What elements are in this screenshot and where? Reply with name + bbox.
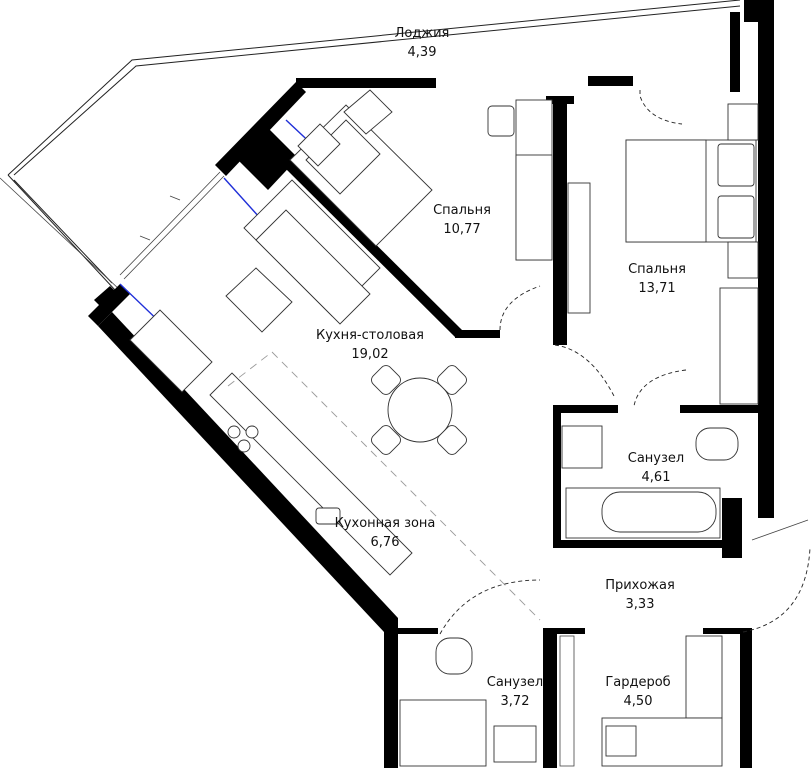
room-wardrobe: Гардероб 4,50 bbox=[605, 675, 670, 709]
svg-text:Санузел: Санузел bbox=[628, 451, 684, 466]
svg-text:19,02: 19,02 bbox=[351, 347, 388, 362]
bedroom1-desk-chair bbox=[487, 105, 515, 137]
room-bathroom-2: Санузел 3,72 bbox=[487, 675, 543, 709]
room-bedroom-1: Спальня 10,77 bbox=[433, 203, 491, 237]
fridge bbox=[129, 309, 213, 393]
svg-text:Лоджия: Лоджия bbox=[395, 26, 450, 41]
wardrobe-fixtures bbox=[559, 635, 723, 767]
svg-text:4,50: 4,50 bbox=[624, 694, 653, 709]
svg-text:4,39: 4,39 bbox=[408, 45, 437, 60]
svg-text:Кухонная зона: Кухонная зона bbox=[335, 516, 436, 531]
svg-text:3,72: 3,72 bbox=[501, 694, 530, 709]
sliding-door bbox=[119, 171, 225, 280]
room-bathroom-1: Санузел 4,61 bbox=[628, 451, 684, 485]
kitchen-sink bbox=[315, 507, 341, 525]
svg-text:Санузел: Санузел bbox=[487, 675, 543, 690]
bath1-fixtures bbox=[561, 425, 739, 539]
svg-text:3,33: 3,33 bbox=[626, 597, 655, 612]
svg-text:13,71: 13,71 bbox=[638, 281, 675, 296]
svg-text:Спальня: Спальня bbox=[433, 203, 491, 218]
bedroom2-bed bbox=[625, 139, 757, 243]
room-kitchen-dining: Кухня-столовая 19,02 bbox=[316, 328, 424, 362]
walls bbox=[88, 0, 774, 768]
bath2-fixtures bbox=[399, 637, 537, 767]
dining-table bbox=[371, 365, 467, 455]
stove bbox=[227, 425, 259, 453]
svg-text:10,77: 10,77 bbox=[443, 222, 480, 237]
room-hallway: Прихожая 3,33 bbox=[605, 578, 675, 612]
svg-text:Прихожая: Прихожая bbox=[605, 578, 675, 593]
bedroom1-wardrobe bbox=[515, 99, 553, 261]
room-bedroom-2: Спальня 13,71 bbox=[628, 262, 686, 296]
svg-text:6,76: 6,76 bbox=[371, 535, 400, 550]
svg-text:Гардероб: Гардероб bbox=[605, 675, 670, 690]
svg-text:Кухня-столовая: Кухня-столовая bbox=[316, 328, 424, 343]
radiator bbox=[567, 182, 591, 314]
sofa bbox=[243, 179, 381, 325]
svg-text:4,61: 4,61 bbox=[642, 470, 671, 485]
doors bbox=[439, 90, 811, 635]
loggia-outline bbox=[0, 0, 741, 291]
room-loggia: Лоджия 4,39 bbox=[395, 26, 450, 60]
bedroom1-bed bbox=[289, 89, 433, 247]
bedroom2-side bbox=[719, 103, 759, 405]
kitchen-zone-divider bbox=[227, 351, 541, 621]
svg-text:Спальня: Спальня bbox=[628, 262, 686, 277]
ottoman bbox=[225, 267, 293, 333]
room-kitchen-zone: Кухонная зона 6,76 bbox=[335, 516, 436, 550]
